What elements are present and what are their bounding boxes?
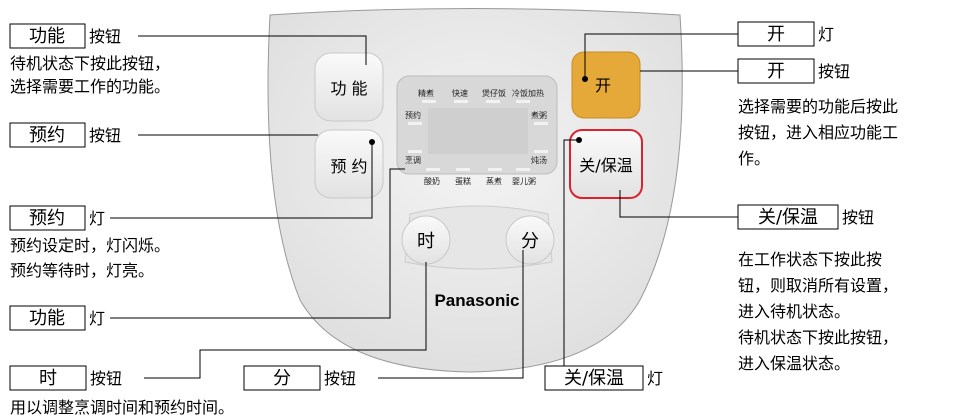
- display-mode-8: 蛋糕: [455, 176, 471, 186]
- display-label-cook: 烹调: [405, 155, 421, 165]
- callout-reserve-light-box: 预约: [29, 208, 65, 229]
- callout-off-light-box: 关/保温: [564, 368, 624, 389]
- callout-minute-button-box: 分: [273, 368, 291, 389]
- leader-off-light: [563, 139, 579, 366]
- callout-reserve-light-suffix: 灯: [89, 209, 105, 228]
- display-panel: 精煮 快速 煲仔饭 冷饭加热 预约 烹调 煮粥 炖汤 酸奶 蛋糕 蒸煮 婴儿粥: [396, 75, 558, 186]
- minute-button[interactable]: 分: [505, 215, 555, 265]
- display-mode-3: 煲仔饭: [482, 88, 506, 98]
- callout-off-button-desc-2: 钮，则取消所有设置，: [738, 276, 898, 295]
- callout-minute-button-suffix: 按钮: [324, 369, 356, 388]
- leader-hour-button: [144, 262, 427, 379]
- display-mode-1: 精煮: [418, 88, 434, 98]
- display-mode-7: 酸奶: [424, 176, 440, 186]
- callout-func-light-box: 功能: [29, 308, 65, 329]
- leader-func-light: [110, 168, 405, 319]
- start-button-label: 开: [595, 76, 611, 95]
- display-mode-10: 婴儿粥: [512, 176, 536, 186]
- display-label-reserve: 预约: [405, 110, 421, 120]
- brand-logo: Panasonic: [434, 291, 519, 310]
- display-mode-4: 冷饭加热: [512, 88, 544, 98]
- callout-start-light-suffix: 灯: [818, 25, 834, 44]
- callout-start-button-desc-1: 选择需要的功能后按此: [738, 97, 898, 116]
- minute-button-label: 分: [521, 231, 539, 252]
- display-mode-5: 煮粥: [531, 110, 547, 120]
- leader-minute-button: [378, 250, 524, 379]
- reserve-button-label: 预 约: [330, 157, 367, 176]
- callout-off-button-suffix: 按钮: [842, 208, 874, 227]
- display-mode-9: 蒸煮: [486, 176, 502, 186]
- callout-start-button-box: 开: [767, 61, 785, 82]
- callout-func-button-box: 功能: [29, 26, 65, 47]
- reserve-button[interactable]: 预 约: [314, 129, 384, 199]
- callout-reserve-light-desc-2: 预约等待时，灯亮。: [10, 261, 154, 280]
- leader-off-button: [619, 190, 738, 218]
- callout-func-button-desc-2: 选择需要工作的功能。: [10, 77, 170, 96]
- function-button-label: 功 能: [330, 79, 367, 98]
- callout-start-button-suffix: 按钮: [818, 62, 850, 81]
- hour-button-label: 时: [417, 231, 435, 252]
- callout-start-button-desc-2: 按钮，进入相应功能工: [738, 123, 898, 142]
- callout-off-button-box: 关/保温: [758, 207, 818, 228]
- leader-start-light: [584, 33, 738, 79]
- callout-func-light-suffix: 灯: [89, 309, 105, 328]
- callout-reserve-light-desc-1: 预约设定时，灯闪烁。: [10, 236, 170, 255]
- callout-start-light-box: 开: [767, 24, 785, 45]
- callout-off-button-desc-3: 进入待机状态。: [738, 302, 850, 321]
- start-button[interactable]: 开: [571, 51, 641, 119]
- callout-off-button-desc-5: 进入保温状态。: [738, 354, 850, 373]
- callout-hour-button-desc: 用以调整烹调时间和预约时间。: [10, 398, 234, 417]
- leader-reserve-light: [110, 142, 373, 219]
- display-mode-2: 快速: [452, 88, 468, 98]
- leader-func-button: [138, 35, 367, 65]
- callout-off-light-suffix: 灯: [647, 369, 663, 388]
- callout-func-button-desc-1: 待机状态下按此按钮，: [10, 54, 170, 73]
- callout-start-button-desc-3: 作。: [738, 149, 770, 168]
- callout-func-button-suffix: 按钮: [89, 27, 121, 46]
- callout-off-button-desc-4: 待机状态下按此按钮，: [738, 328, 898, 347]
- callout-reserve-button-suffix: 按钮: [89, 126, 121, 145]
- callout-hour-button-box: 时: [39, 368, 57, 389]
- off-keepwarm-button-label: 关/保温: [579, 156, 632, 175]
- callout-hour-button-suffix: 按钮: [90, 369, 122, 388]
- off-keepwarm-button[interactable]: 关/保温: [569, 129, 643, 199]
- hour-button[interactable]: 时: [401, 215, 451, 265]
- display-mode-6: 炖汤: [531, 155, 547, 165]
- callout-reserve-button-box: 预约: [29, 125, 65, 146]
- callout-off-button-desc-1: 在工作状态下按此按: [738, 250, 882, 269]
- function-button[interactable]: 功 能: [314, 52, 384, 122]
